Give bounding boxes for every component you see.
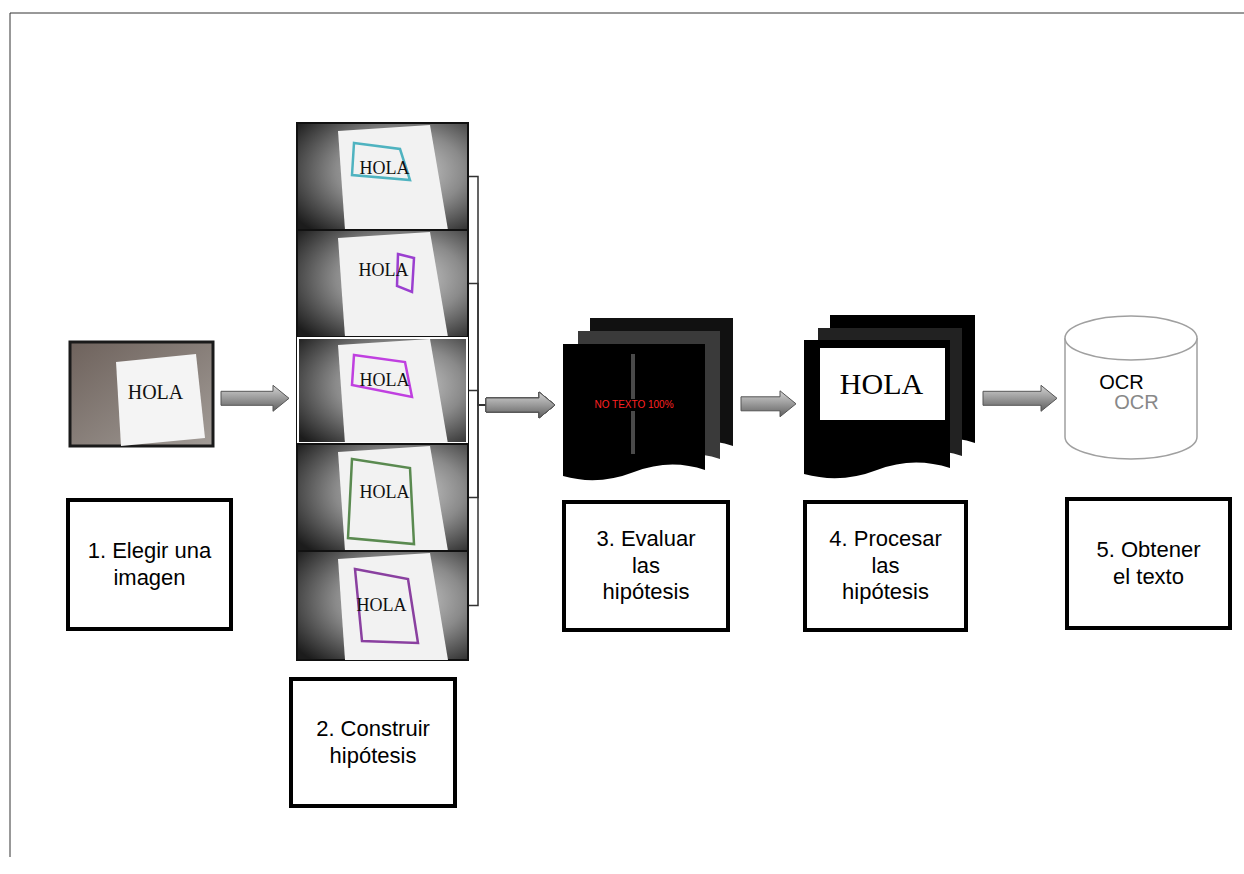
image-text: HOLA (128, 381, 184, 404)
image-text: HOLA (359, 260, 409, 281)
step-caption: 3. Evaluar las hipótesis (587, 526, 705, 605)
hypothesis-photo (297, 337, 468, 444)
block-arrow (486, 392, 555, 418)
paper-sheet (338, 553, 448, 660)
input-photo: HOLA (70, 342, 213, 446)
image-text: HOLA (357, 595, 407, 616)
merge-bracket (469, 284, 486, 406)
merge-bracket (469, 391, 486, 406)
step-caption: 2. Construir hipótesis (303, 716, 443, 769)
image-text: HOLA (360, 158, 410, 179)
cylinder-top (1065, 316, 1197, 360)
document-stack-art (804, 315, 975, 478)
paper-sheet (338, 125, 448, 230)
flow-connector (983, 385, 1057, 411)
step-label: 1. Elegir una imagen (66, 498, 233, 631)
step-label: 4. Procesar las hipótesis (803, 500, 968, 632)
block-arrow (741, 391, 796, 417)
image-text: HOLA (360, 370, 410, 391)
document-sheet (563, 344, 705, 480)
image-text: HOLA (360, 482, 410, 503)
hypothesis-outline (348, 459, 414, 544)
photo-frame (70, 342, 213, 446)
block-arrow (221, 385, 289, 411)
step-caption: 5. Obtener el texto (1090, 537, 1208, 590)
frame-line (10, 13, 11, 857)
hypothesis-image: HOLA (297, 337, 468, 444)
hypothesis-photo (297, 444, 468, 551)
paper-sheet (338, 339, 448, 444)
step-label: 2. Construir hipótesis (289, 677, 457, 808)
hypothesis-image: HOLA (297, 444, 468, 551)
hypothesis-art (297, 123, 468, 660)
image-text: HOLA (840, 367, 923, 402)
image-text: OCR (1114, 391, 1158, 414)
flow-connector (469, 392, 555, 606)
hypothesis-photo (297, 230, 468, 337)
hypothesis-photo (297, 551, 468, 660)
frame-line (10, 13, 1244, 14)
text-region (820, 348, 945, 420)
image-text: NO TEXTO 100% (592, 399, 675, 411)
step-label: 5. Obtener el texto (1065, 497, 1232, 630)
flow-connector (469, 177, 555, 419)
block-arrow (486, 392, 555, 418)
flow-connector (221, 385, 289, 411)
selected-border (298, 338, 467, 443)
hypothesis-image: HOLA (297, 551, 468, 660)
hypothesis-outline (352, 143, 410, 180)
hypothesis-photo (297, 123, 468, 230)
hypothesis-outline (352, 355, 412, 397)
document-stack: NO TEXTO 100% (563, 318, 733, 480)
step-caption: 4. Procesar las hipótesis (827, 526, 945, 605)
flow-connector (469, 284, 555, 419)
document-stack: HOLA (804, 315, 975, 478)
paper-sheet (338, 232, 448, 337)
merge-bracket (469, 405, 486, 606)
flow-connector (469, 392, 555, 498)
document-sheet (804, 340, 950, 478)
hypothesis-outline (355, 569, 418, 643)
paper-sheet (116, 354, 205, 446)
ocr-database: OCROCR (1065, 316, 1198, 460)
block-arrow (486, 392, 555, 418)
block-arrow (486, 392, 555, 418)
step-label: 3. Evaluar las hipótesis (562, 500, 730, 632)
hypothesis-image: HOLA (297, 123, 468, 230)
step-caption: 1. Elegir una imagen (77, 538, 222, 591)
document-stack-art (563, 318, 733, 480)
database-art (1065, 316, 1197, 459)
hypothesis-image: HOLA (297, 230, 468, 337)
merge-bracket (469, 177, 486, 406)
paper-sheet (338, 446, 448, 551)
image-text: OCR (1099, 371, 1143, 394)
block-arrow (486, 392, 555, 418)
input-photo-art (70, 342, 213, 446)
flow-connector (741, 391, 796, 417)
block-arrow (983, 385, 1057, 411)
